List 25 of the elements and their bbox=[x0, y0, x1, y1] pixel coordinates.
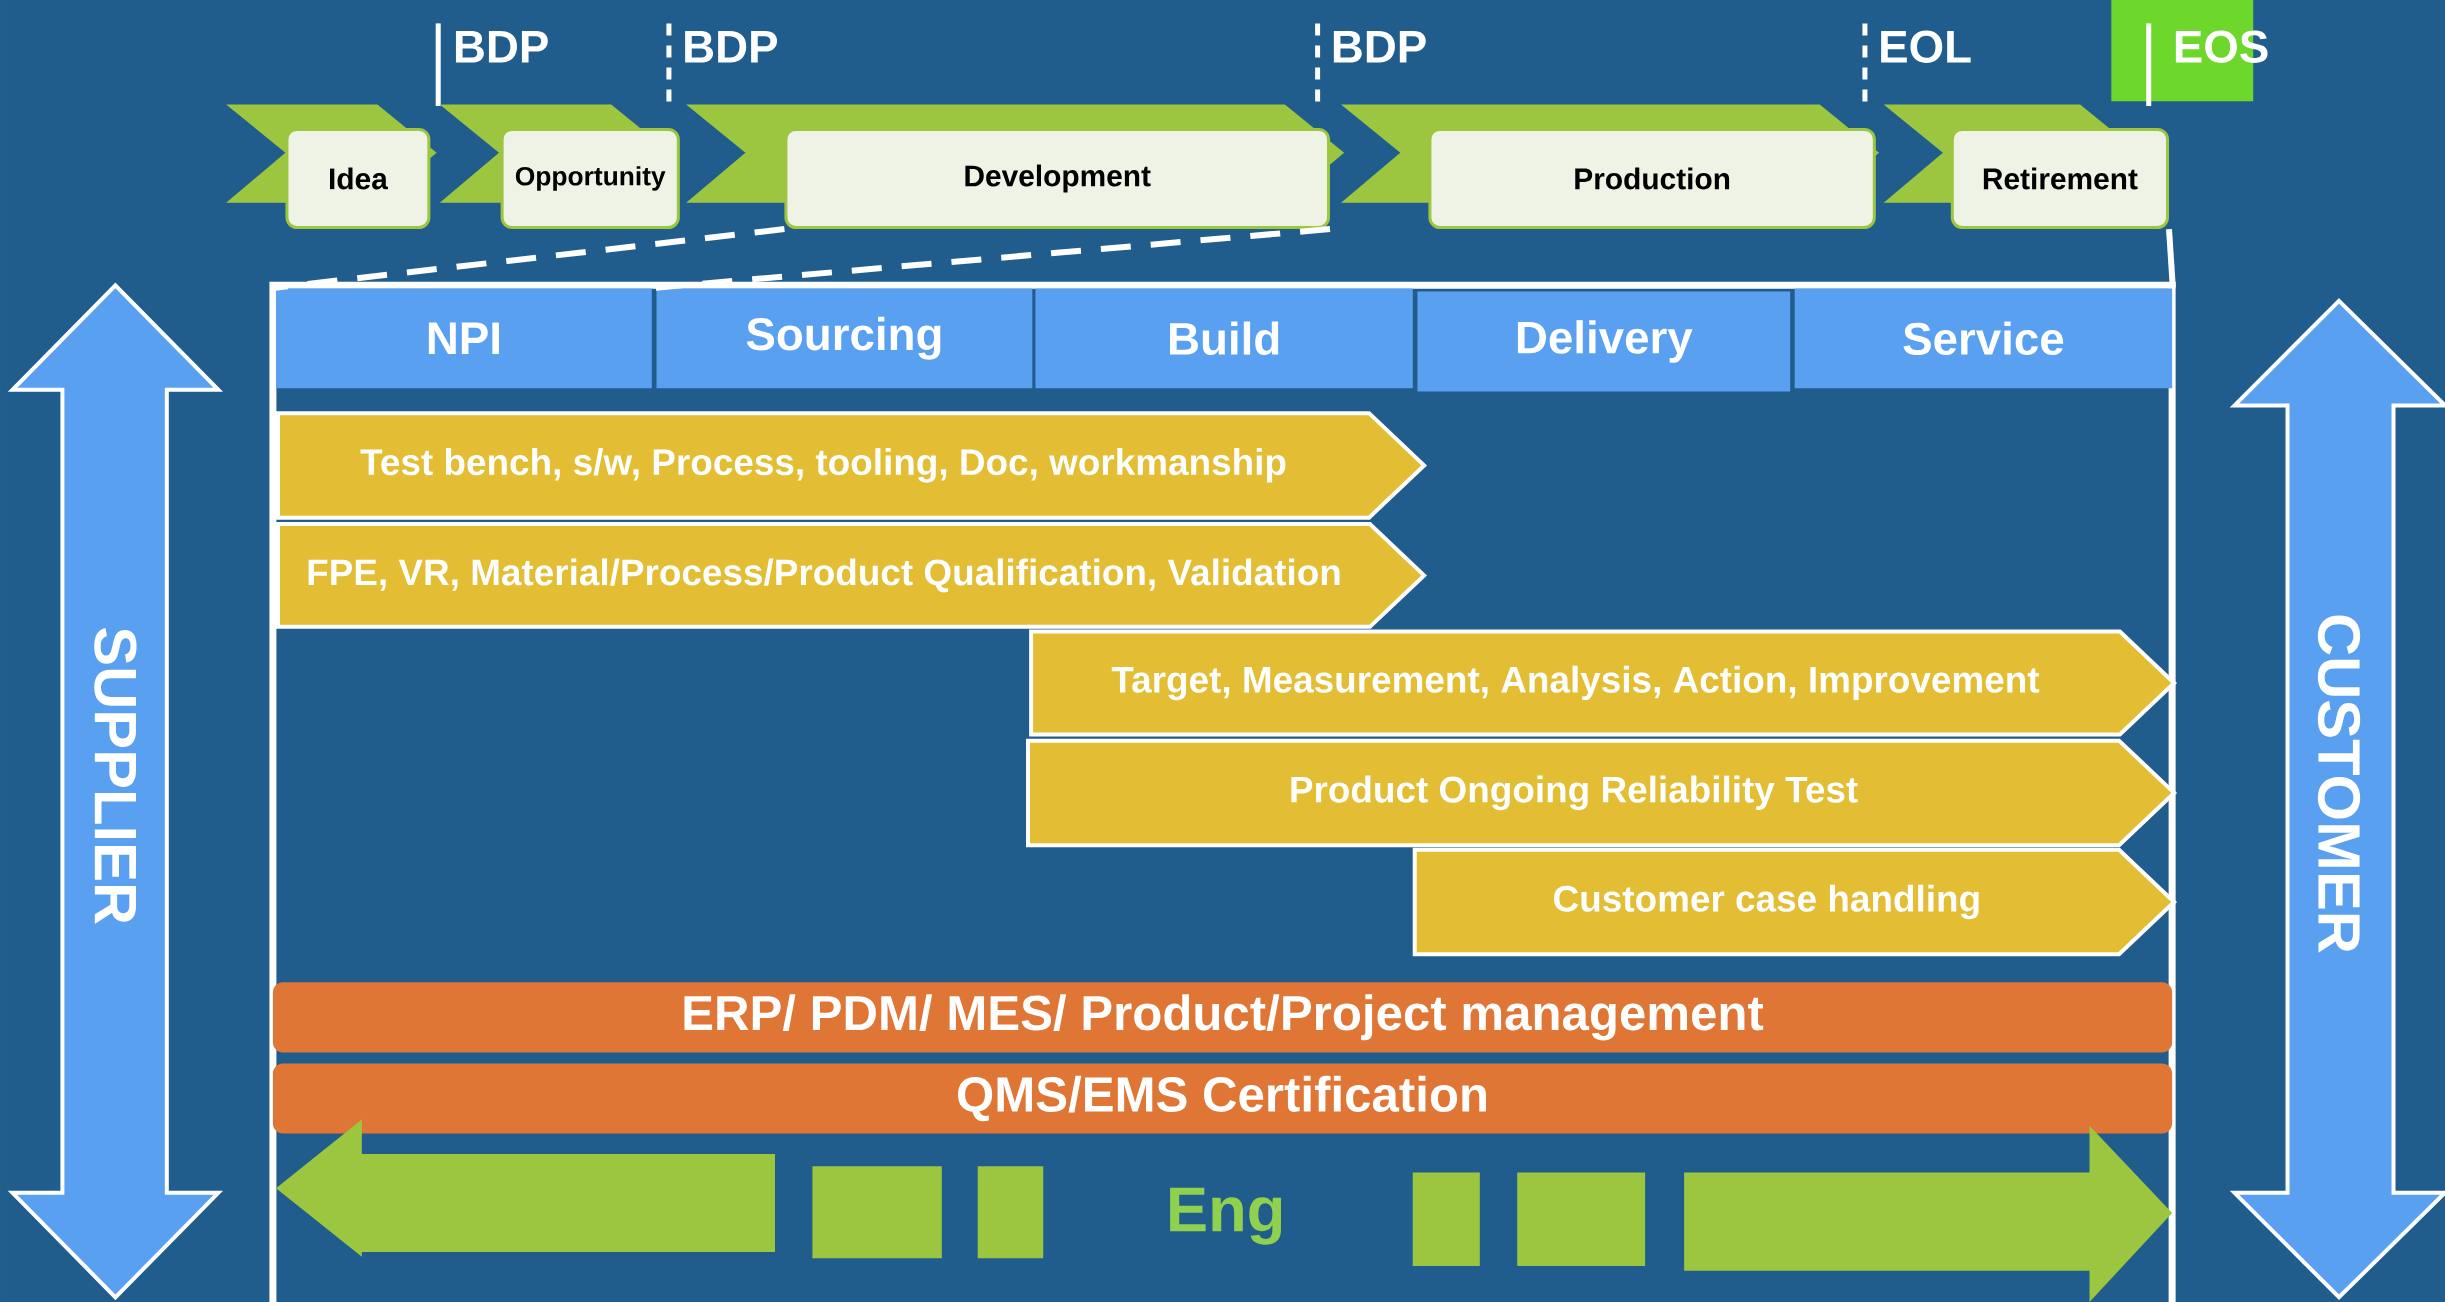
stage-tab: Production bbox=[1341, 104, 1879, 230]
activity-band: Target, Measurement, Analysis, Action, Improvement bbox=[1029, 629, 2178, 737]
zoom-guide-line bbox=[274, 226, 785, 291]
activity-band: FPE, VR, Material/Process/Product Qualification, Validation bbox=[276, 521, 1428, 629]
milestone-label: BDP bbox=[1333, 31, 1426, 63]
phase-header: Delivery bbox=[1417, 291, 1791, 392]
activity-band: Test bench, s/w, Process, tooling, Doc, workmanship bbox=[276, 411, 1428, 520]
phase-header: Build bbox=[1035, 288, 1413, 389]
stage-tab: Idea bbox=[226, 104, 437, 230]
zoom-guide-line bbox=[2166, 228, 2176, 288]
milestone-label: EOL bbox=[1881, 30, 1971, 63]
activity-band: Product Ongoing Reliability Test bbox=[1026, 738, 2178, 848]
phase-header: Service bbox=[1794, 288, 2173, 389]
stage-tab: Retirement bbox=[1883, 104, 2169, 230]
activity-band: Customer case handling bbox=[1412, 847, 2178, 957]
phase-header: Sourcing bbox=[656, 288, 1033, 389]
milestone-label: BDP bbox=[455, 31, 548, 63]
stage-tab: Opportunity bbox=[439, 104, 680, 230]
system-band: ERP/ PDM/ MES/ Product/Project management bbox=[272, 982, 2173, 1053]
zoom-guide-line bbox=[655, 226, 1331, 291]
stage-tab: Development bbox=[686, 104, 1345, 230]
phase-header: NPI bbox=[276, 288, 652, 389]
system-band: QMS/EMS Certification bbox=[272, 1063, 2173, 1134]
engineering-label: Eng bbox=[1170, 1187, 1282, 1245]
milestone-label: BDP bbox=[685, 31, 778, 63]
